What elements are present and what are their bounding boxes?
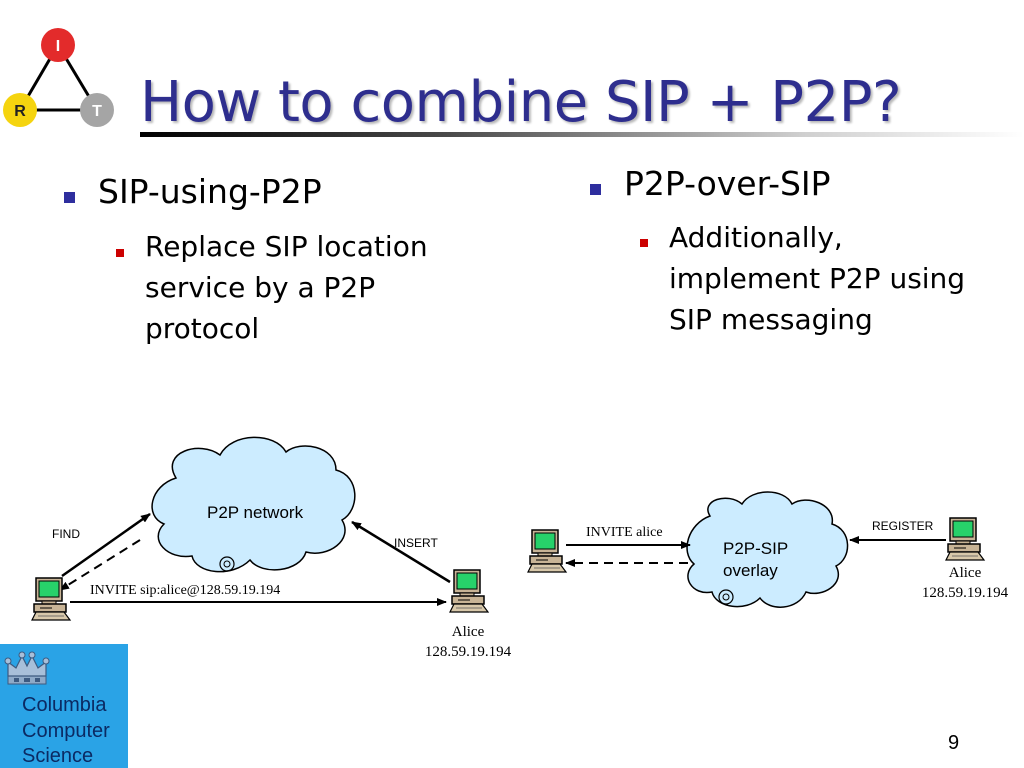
logo-circle-i [41,28,75,62]
cloud-tail-circle-icon [718,589,734,605]
alice-ip: 128.59.19.194 [424,644,512,660]
left-subbullet: Replace SIP location service by a P2P pr… [145,226,428,349]
right-sub-line: implement P2P using [669,262,966,295]
alice-address-left: Alice 128.59.19.194 [408,622,528,662]
left-heading: SIP-using-P2P [98,172,322,211]
bullet-marker-square-icon [590,184,601,195]
left-sub-line: protocol [145,312,260,345]
logo-letter-r: R [14,103,26,120]
find-arrow [61,512,151,578]
alice-address-right: Alice 128.59.19.194 [910,563,1020,603]
logo-line: Computer [22,720,110,742]
p2p-network-cloud [151,436,356,573]
logo-letter-i: I [56,38,60,55]
left-sub-line: service by a P2P [145,271,376,304]
caller-computer-icon [31,577,71,621]
right-sub-line: SIP messaging [669,303,873,336]
cloud-tail-circle-icon [223,560,231,568]
p2p-sip-overlay-label: P2P-SIP overlay [723,538,788,582]
bullet-marker-square-icon [64,192,75,203]
logo-line: Columbia [22,694,107,716]
overlay-label-line: overlay [723,561,778,580]
logo-circle-r [3,93,37,127]
logo-circle-t [80,93,114,127]
right-heading: P2P-over-SIP [624,164,831,203]
title-underline [140,132,1024,137]
alice-name: Alice [948,565,982,581]
crown-icon [4,651,50,685]
right-sub-line: Additionally, [669,221,843,254]
caller-computer-icon [527,529,567,573]
alice-computer-icon [449,569,489,613]
logo-letter-t: T [92,103,102,120]
alice-name: Alice [451,624,485,640]
alice-computer-icon [945,517,985,561]
insert-label: INSERT [394,536,438,550]
find-response-arrow [59,539,141,591]
left-sub-line: Replace SIP location [145,230,428,263]
columbia-cs-logo: Columbia Computer Science [0,644,128,768]
invite-sip-label: INVITE sip:alice@128.59.19.194 [90,583,281,598]
p2p-network-label: P2P network [207,503,304,522]
invite-alice-label: INVITE alice [586,525,663,540]
right-subbullet: Additionally, implement P2P using SIP me… [669,217,965,340]
find-label: FIND [52,527,80,541]
insert-arrow [351,520,451,584]
alice-ip: 128.59.19.194 [921,585,1009,601]
irt-logo: I R T [3,28,114,127]
sub-bullet-marker-square-icon [640,239,648,247]
cloud-tail-circle-icon [722,593,730,601]
register-label: REGISTER [872,519,934,533]
p2p-sip-overlay-cloud [686,491,849,608]
overlay-label-line: P2P-SIP [723,539,789,558]
logo-line: Science [22,745,94,767]
page-number: 9 [948,732,960,754]
sub-bullet-marker-square-icon [116,249,124,257]
cloud-tail-circle-icon [219,556,235,572]
slide-title: How to combine SIP + P2P? [140,70,902,135]
